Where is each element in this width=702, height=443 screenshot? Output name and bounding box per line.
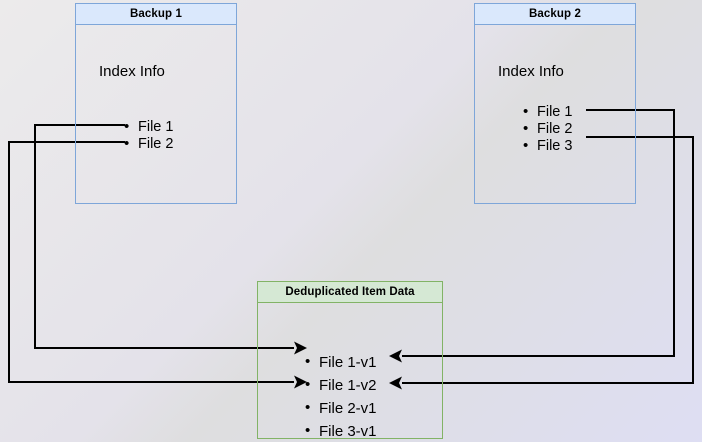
node-backup-1-body: Index Info File 1 File 2 (76, 26, 236, 203)
backup-2-index-info-label: Index Info (498, 63, 564, 80)
dedup-item-list: File 1-v1 File 1-v2 File 2-v1 File 3-v1 (305, 350, 377, 443)
node-backup-1-title-text: Backup 1 (130, 8, 182, 20)
list-item[interactable]: File 3-v1 (305, 419, 377, 443)
node-backup-2[interactable]: Backup 2 Index Info File 1 File 2 File 3 (474, 3, 636, 204)
list-item[interactable]: File 1-v2 (305, 373, 377, 397)
list-item[interactable]: File 3 (523, 137, 572, 155)
node-dedup-title: Deduplicated Item Data (257, 281, 443, 303)
backup-1-file-list: File 1 File 2 (124, 118, 173, 153)
list-item[interactable]: File 2 (523, 120, 572, 138)
list-item[interactable]: File 1 (124, 118, 173, 136)
backup-1-index-info-label: Index Info (99, 63, 165, 80)
list-item[interactable]: File 2-v1 (305, 396, 377, 420)
node-dedup-title-text: Deduplicated Item Data (285, 286, 415, 298)
node-backup-2-body: Index Info File 1 File 2 File 3 (475, 26, 635, 203)
node-backup-1-title: Backup 1 (75, 3, 237, 25)
node-dedup-body: File 1-v1 File 1-v2 File 2-v1 File 3-v1 (258, 304, 442, 442)
node-backup-1[interactable]: Backup 1 Index Info File 1 File 2 (75, 3, 237, 204)
backup-2-file-list: File 1 File 2 File 3 (523, 103, 572, 155)
list-item[interactable]: File 2 (124, 135, 173, 153)
node-deduplicated-item-data[interactable]: Deduplicated Item Data File 1-v1 File 1-… (257, 281, 443, 442)
list-item[interactable]: File 1-v1 (305, 350, 377, 374)
node-backup-2-title: Backup 2 (474, 3, 636, 25)
list-item[interactable]: File 1 (523, 103, 572, 121)
node-backup-2-title-text: Backup 2 (529, 8, 581, 20)
